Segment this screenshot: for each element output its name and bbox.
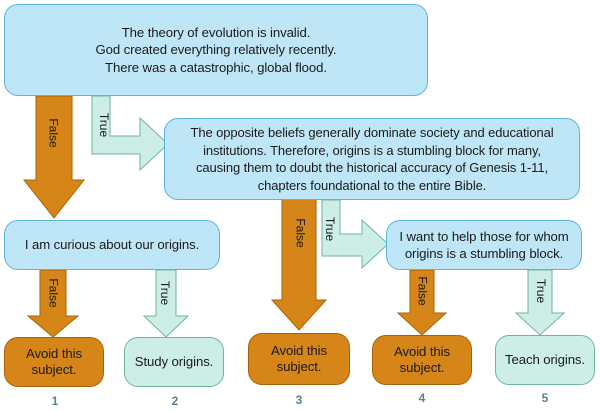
- outcome-3-box: Avoid this subject.: [248, 333, 350, 385]
- middle-statement-box: The opposite beliefs generally dominate …: [164, 118, 580, 200]
- outcome-2-box: Study origins.: [124, 337, 224, 387]
- false-label-curious: False: [46, 278, 61, 308]
- true-arrow-curious: [142, 269, 190, 338]
- outcome-1-number: 1: [51, 394, 59, 408]
- outcome-1-box: Avoid this subject.: [4, 337, 104, 387]
- curious-box: I am curious about our origins.: [4, 220, 220, 270]
- true-arrow-top: [91, 95, 169, 172]
- outcome-5-number: 5: [541, 391, 549, 405]
- false-label-help: False: [415, 276, 430, 306]
- help-box: I want to help those for whom origins is…: [386, 220, 582, 270]
- true-label-curious: True: [158, 280, 173, 306]
- true-label-middle: True: [323, 216, 338, 242]
- outcome-3-number: 3: [295, 393, 303, 407]
- true-arrow-middle: [321, 199, 389, 270]
- outcome-4-box: Avoid this subject.: [372, 335, 472, 385]
- outcome-5-box: Teach origins.: [495, 335, 595, 385]
- false-arrow-middle: [270, 197, 328, 331]
- outcome-2-number: 2: [171, 394, 179, 408]
- false-label-top: False: [46, 118, 61, 148]
- false-arrow-curious: [26, 269, 80, 338]
- false-arrow-help: [396, 269, 448, 336]
- true-label-top: True: [97, 112, 112, 138]
- false-label-middle: False: [293, 218, 308, 248]
- false-arrow-top: [22, 95, 86, 219]
- true-arrow-help: [514, 269, 566, 336]
- outcome-4-number: 4: [418, 391, 426, 405]
- top-statement-box: The theory of evolution is invalid. God …: [4, 4, 428, 96]
- true-label-help: True: [534, 278, 549, 304]
